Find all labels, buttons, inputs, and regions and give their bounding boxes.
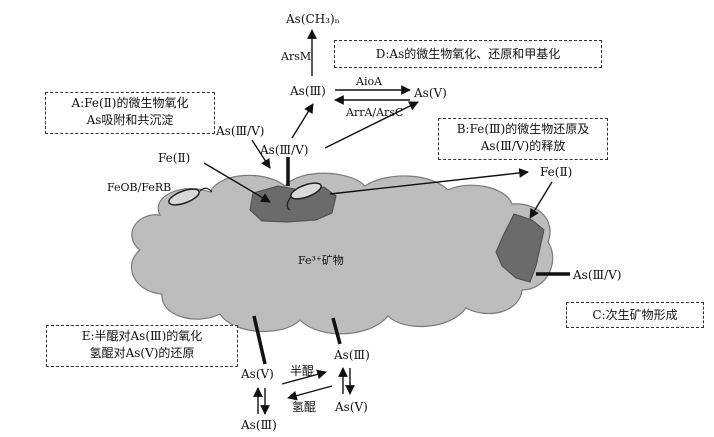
arrow-fe2-oxidation [203, 162, 271, 203]
label-as5-bottom-left: As(Ⅴ) [241, 367, 274, 381]
label-aioa: AioA [356, 75, 383, 88]
label-as3-bottom-right: As(Ⅲ) [334, 348, 370, 362]
arrow-as35-to-as5 [324, 101, 419, 149]
arrow-fe2-to-right-particle [529, 181, 553, 219]
fe3-mineral-cloud [130, 172, 554, 335]
label-as-ch3: As(CH₃)ₙ [286, 12, 340, 26]
stick-bottom-right [331, 317, 342, 345]
label-as3-bottom-left: As(Ⅲ) [241, 418, 277, 432]
box-a-line2: As吸附和共沉淀 [86, 113, 174, 127]
box-b: B:Fe(Ⅲ)的微生物还原及 As(Ⅲ/Ⅴ)的释放 [438, 118, 608, 160]
label-as3-top: As(Ⅲ) [290, 84, 326, 98]
label-fe3-mineral: Fe³⁺矿物 [298, 254, 344, 267]
box-d: D:As的微生物氧化、还原和甲基化 [334, 40, 602, 68]
box-a-line1: A:Fe(Ⅱ)的微生物氧化 [71, 96, 189, 110]
box-c: C:次生矿物形成 [566, 302, 704, 328]
bacterium-left-icon [168, 187, 213, 206]
label-as35-mid: As(Ⅲ/Ⅴ) [260, 143, 309, 157]
label-feob-ferb: FeOB/FeRB [107, 181, 172, 194]
label-semiquinone: 半醌 [290, 364, 315, 378]
label-fe2-left: Fe(Ⅱ) [158, 151, 191, 165]
label-as5-top: As(Ⅴ) [414, 86, 447, 100]
box-b-line2: As(Ⅲ/Ⅴ)的释放 [480, 139, 566, 153]
label-as35-left: As(Ⅲ/Ⅴ) [216, 124, 265, 138]
label-arsm: ArsM [281, 50, 312, 63]
arrow-hydroquinone [287, 385, 333, 401]
box-d-line1: D:As的微生物氧化、还原和甲基化 [375, 47, 561, 61]
box-e: E:半醌对As(Ⅲ)的氧化 氢醌对As(Ⅴ)的还原 [46, 325, 238, 367]
label-as35-right: As(Ⅲ/Ⅴ) [573, 268, 622, 282]
box-c-line1: C:次生矿物形成 [592, 308, 678, 322]
box-b-line1: B:Fe(Ⅲ)的微生物还原及 [456, 122, 590, 136]
label-arra-arsc: ArrA/ArsC [346, 106, 404, 119]
box-e-line2: 氢醌对As(Ⅴ)的还原 [89, 346, 195, 360]
arrow-as35-left-down [251, 139, 271, 169]
stick-bottom-left [252, 315, 267, 365]
arrow-semiquinone [281, 369, 327, 385]
arrow-as35-to-as3 [291, 103, 314, 139]
arrow-fe2-release [329, 168, 529, 195]
bacterium-center-icon [286, 182, 322, 211]
box-a: A:Fe(Ⅱ)的微生物氧化 As吸附和共沉淀 [45, 92, 215, 134]
label-as5-bottom-right: As(Ⅴ) [335, 400, 368, 414]
box-e-line1: E:半醌对As(Ⅲ)的氧化 [81, 329, 203, 343]
label-fe2-right: Fe(Ⅱ) [540, 165, 573, 179]
dark-particle-right [495, 213, 545, 283]
dark-particle-center [249, 185, 337, 223]
label-hydroquinone: 氢醌 [292, 400, 317, 414]
